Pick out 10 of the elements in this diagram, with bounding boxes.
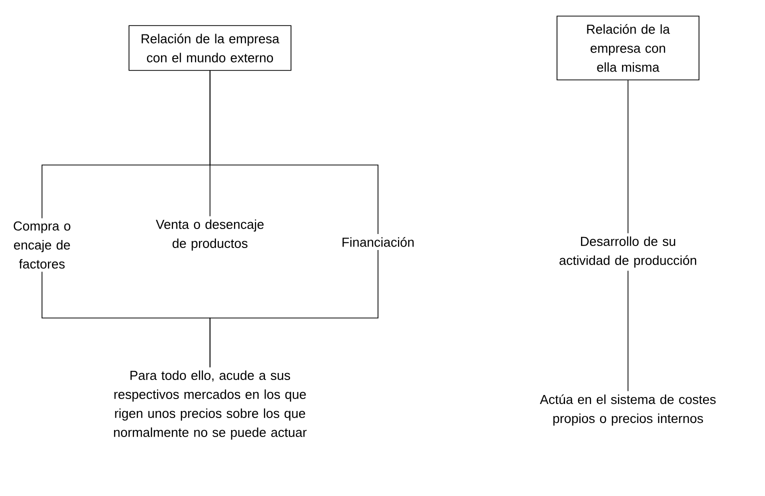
connector-line	[210, 70, 378, 234]
text-box: Relación de la empresa con el mundo externo	[128, 25, 292, 71]
node-text: Desarrollo de su actividad de producción	[560, 236, 696, 268]
text-box: Relación de la empresa con ella misma	[556, 16, 700, 80]
node-text: Para todo ello, acude a sus respectivos mercados en los que rigen unos precios sobre los que normalmente no se puede actuar	[114, 370, 307, 440]
node-text: Compra o encaje de factores	[14, 221, 70, 269]
connector-line	[210, 250, 378, 368]
node-text: Financiación	[342, 237, 414, 247]
node-text: Venta o desencaje de productos	[156, 219, 264, 251]
node-text: Actúa en el sistema de costes propios o precios internos	[540, 394, 716, 426]
